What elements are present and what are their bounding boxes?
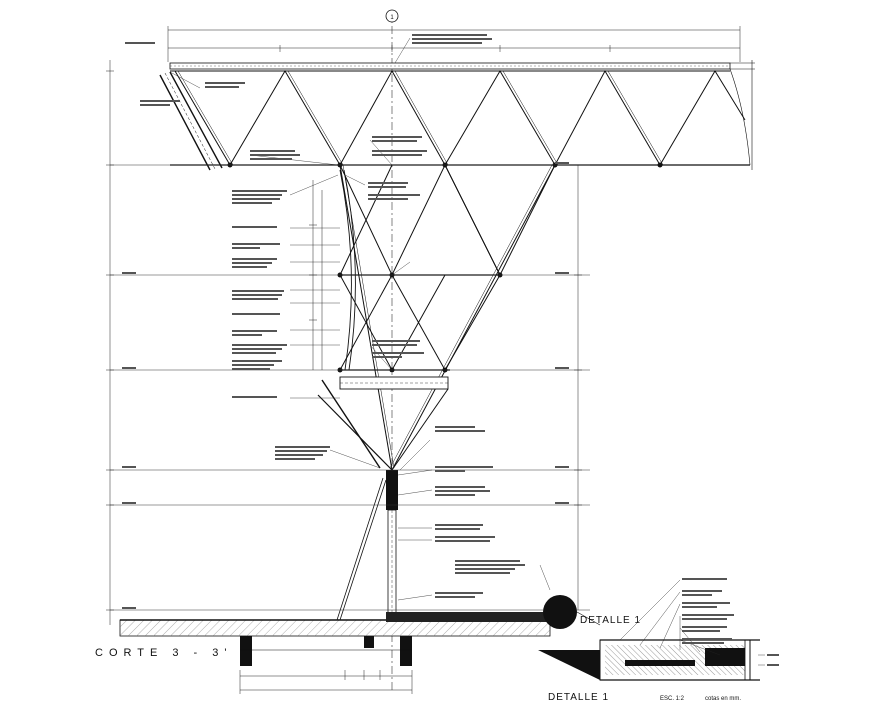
annotation-leaders-left	[169, 71, 381, 469]
annotation-text-blocks-left	[122, 42, 330, 609]
right-edge	[729, 60, 753, 170]
ground-slab	[119, 612, 564, 666]
eave-member	[159, 71, 223, 171]
level-lines	[110, 164, 590, 611]
detail-callout-label: DETALLE 1	[580, 615, 641, 626]
bottom-dimension-chain	[239, 670, 413, 694]
roof-slab	[169, 62, 755, 72]
lower-tray	[317, 376, 449, 471]
funnel-curved-sheet	[339, 169, 356, 371]
detail-callout: DETALLE 1	[543, 595, 641, 629]
annotation-leaders-right	[344, 37, 551, 601]
detail-leaders	[619, 579, 765, 666]
detail-scale: ESC. 1:2	[660, 696, 685, 702]
funnel-truss	[339, 163, 556, 471]
detail-text-blocks	[682, 578, 779, 666]
detail-title: DETALLE 1	[548, 692, 609, 703]
detail-drawing	[538, 639, 760, 681]
annotation-text-blocks-right	[368, 34, 569, 609]
funnel-truss-nodes	[337, 272, 503, 373]
section-title: CORTE 3 - 3'	[95, 647, 232, 659]
top-dimension-chain	[167, 26, 741, 62]
left-dimension-chain	[106, 60, 114, 625]
right-dimension-chain	[574, 165, 582, 610]
column	[386, 470, 398, 621]
axis-marker-label: 1	[390, 15, 394, 21]
diagonal-strut	[336, 477, 387, 621]
inner-dimension-chain	[309, 180, 323, 370]
detail-units: cotas en mm.	[705, 696, 741, 702]
